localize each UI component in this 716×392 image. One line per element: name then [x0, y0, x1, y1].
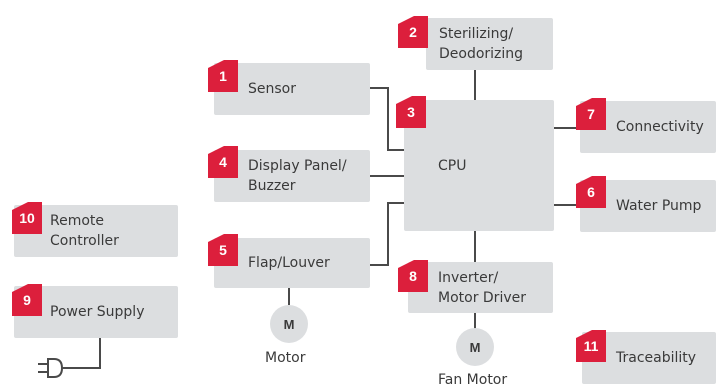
line-flap-cpu [370, 202, 404, 266]
remote-controller-label: Remote Controller [50, 213, 119, 249]
connectivity-label: Connectivity [616, 119, 704, 135]
fan-motor-caption: Fan Motor [438, 372, 508, 388]
cpu-box: CPU [404, 100, 554, 231]
sensor-label: Sensor [248, 81, 296, 97]
display-panel-box: Display Panel/ Buzzer [214, 150, 370, 202]
line-power-plug [62, 338, 101, 369]
motor-icon: M [270, 305, 308, 343]
flap-louver-label: Flap/Louver [248, 255, 330, 271]
flap-louver-box: Flap/Louver [214, 238, 370, 288]
water-pump-label: Water Pump [616, 198, 702, 214]
sensor-box: Sensor [214, 63, 370, 115]
motor-caption: Motor [265, 350, 306, 366]
sterilizing-label: Sterilizing/ Deodorizing [439, 26, 524, 62]
traceability-label: Traceability [616, 350, 697, 366]
display-panel-label: Display Panel/ Buzzer [248, 158, 347, 194]
cpu-label: CPU [438, 157, 467, 174]
sterilizing-box: Sterilizing/ Deodorizing [426, 18, 553, 70]
fan-motor-icon: M [456, 328, 494, 366]
line-sensor-cpu [370, 87, 404, 151]
power-supply-label: Power Supply [50, 304, 145, 320]
inverter-box: Inverter/ Motor Driver [408, 262, 553, 313]
power-plug-icon [38, 358, 64, 378]
inverter-label: Inverter/ Motor Driver [438, 269, 526, 306]
